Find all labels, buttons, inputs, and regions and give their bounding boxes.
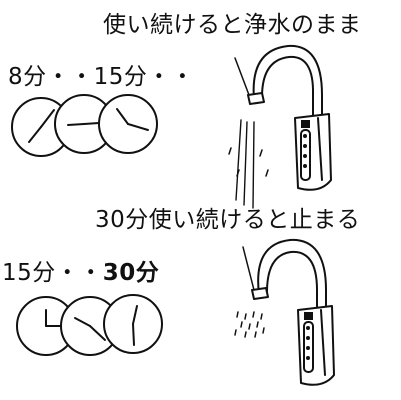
scene2-clock-30min [103, 294, 163, 354]
scene1-time-label: 8分・・15分・・ [8, 64, 195, 90]
scene1-clock-15min [98, 94, 158, 154]
scene2-time-prefix: 15分・・ [2, 260, 103, 286]
scene1-caption: 使い続けると浄水のまま [103, 12, 362, 38]
scene2-time-label: 15分・・30分 [2, 262, 159, 285]
scene2-faucet [234, 238, 335, 386]
scene2-caption: 30分使い続けると止まる [95, 207, 361, 233]
scene1-clock-8min [11, 97, 71, 157]
scene2-time-emphasis: 30分 [102, 260, 160, 286]
scene1-faucet [228, 44, 332, 209]
